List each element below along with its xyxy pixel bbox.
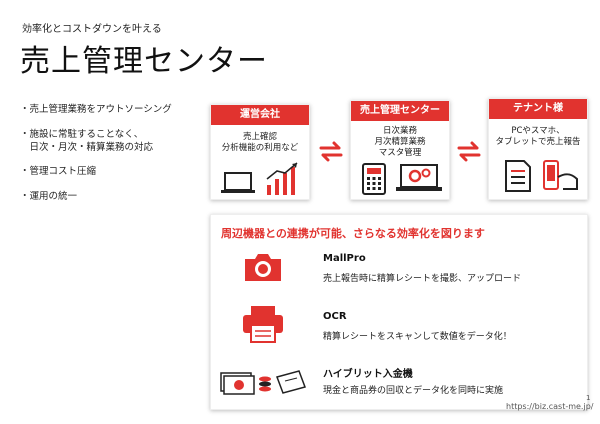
panel-title: 周辺機器との連携が可能、さらなる効率化を図ります bbox=[221, 227, 485, 240]
feature-item: MallPro 売上報告時に精算レシートを撮影、アップロード bbox=[211, 251, 587, 291]
tenant-card-line: PCやスマホ、 bbox=[511, 126, 565, 136]
operator-card-line: 分析機能の利用など bbox=[221, 143, 299, 154]
operator-card-title: 運営会社 bbox=[211, 105, 309, 125]
feature-name: MallPro bbox=[323, 253, 366, 264]
feature-name: ハイブリット入金機 bbox=[323, 369, 413, 380]
bullet-item: ・運用の統一 bbox=[20, 191, 78, 203]
tenant-card: テナント様 PCやスマホ、 タブレットで売上報告 bbox=[488, 98, 588, 200]
center-card-line: マスタ管理 bbox=[378, 148, 422, 159]
laptop-settings-icon bbox=[396, 164, 442, 191]
bar-chart-icon bbox=[266, 162, 298, 195]
laptop-icon bbox=[221, 172, 255, 193]
feature-description: 現金と商品券の回収とデータ化を同時に実施 bbox=[323, 386, 504, 396]
page-subtitle: 効率化とコストダウンを叶える bbox=[22, 24, 162, 35]
report-document-icon bbox=[505, 160, 531, 192]
tenant-card-title: テナント様 bbox=[489, 99, 587, 119]
center-card-line: 日次業務 bbox=[382, 126, 417, 136]
feature-description: 売上報告時に精算レシートを撮影、アップロード bbox=[323, 274, 522, 284]
smartphone-hand-icon bbox=[543, 160, 578, 190]
cash-icon bbox=[220, 370, 306, 395]
operator-card-line: 売上確認 bbox=[242, 132, 277, 142]
feature-description: 精算レシートをスキャンして数値をデータ化！ bbox=[323, 332, 512, 342]
bullet-item: ・施設に常駐することなく、 日次・月次・精算業務の対応 bbox=[20, 128, 154, 153]
footer-url[interactable]: https://biz.cast-me.jp/ bbox=[506, 402, 594, 411]
bullet-item: ・管理コスト圧縮 bbox=[20, 166, 97, 178]
calculator-icon bbox=[362, 163, 386, 195]
tenant-card-line: タブレットで売上報告 bbox=[495, 137, 581, 148]
center-card-line: 月次精算業務 bbox=[374, 137, 426, 148]
operator-card: 運営会社 売上確認 分析機能の利用など bbox=[210, 104, 310, 200]
printer-icon bbox=[243, 306, 283, 343]
camera-icon bbox=[245, 254, 281, 281]
exchange-arrow-icon bbox=[457, 141, 481, 162]
feature-item: ハイブリット入金機 現金と商品券の回収とデータ化を同時に実施 bbox=[211, 365, 587, 405]
exchange-arrow-icon bbox=[319, 141, 343, 162]
bullet-item: ・売上管理業務をアウトソーシング bbox=[20, 104, 172, 115]
feature-name: OCR bbox=[323, 311, 347, 322]
page-title: 売上管理センター bbox=[20, 44, 268, 79]
center-card: 売上管理センター 日次業務 月次精算業務 マスタ管理 bbox=[350, 100, 450, 200]
bullet-list: ・売上管理業務をアウトソーシング ・施設に常駐することなく、 日次・月次・精算業… bbox=[20, 104, 172, 216]
integration-panel: 周辺機器との連携が可能、さらなる効率化を図ります MallPro 売上報告時に精… bbox=[210, 214, 588, 410]
center-card-title: 売上管理センター bbox=[351, 101, 449, 121]
feature-item: OCR 精算レシートをスキャンして数値をデータ化！ bbox=[211, 305, 587, 349]
page-number: 1 bbox=[586, 394, 591, 402]
